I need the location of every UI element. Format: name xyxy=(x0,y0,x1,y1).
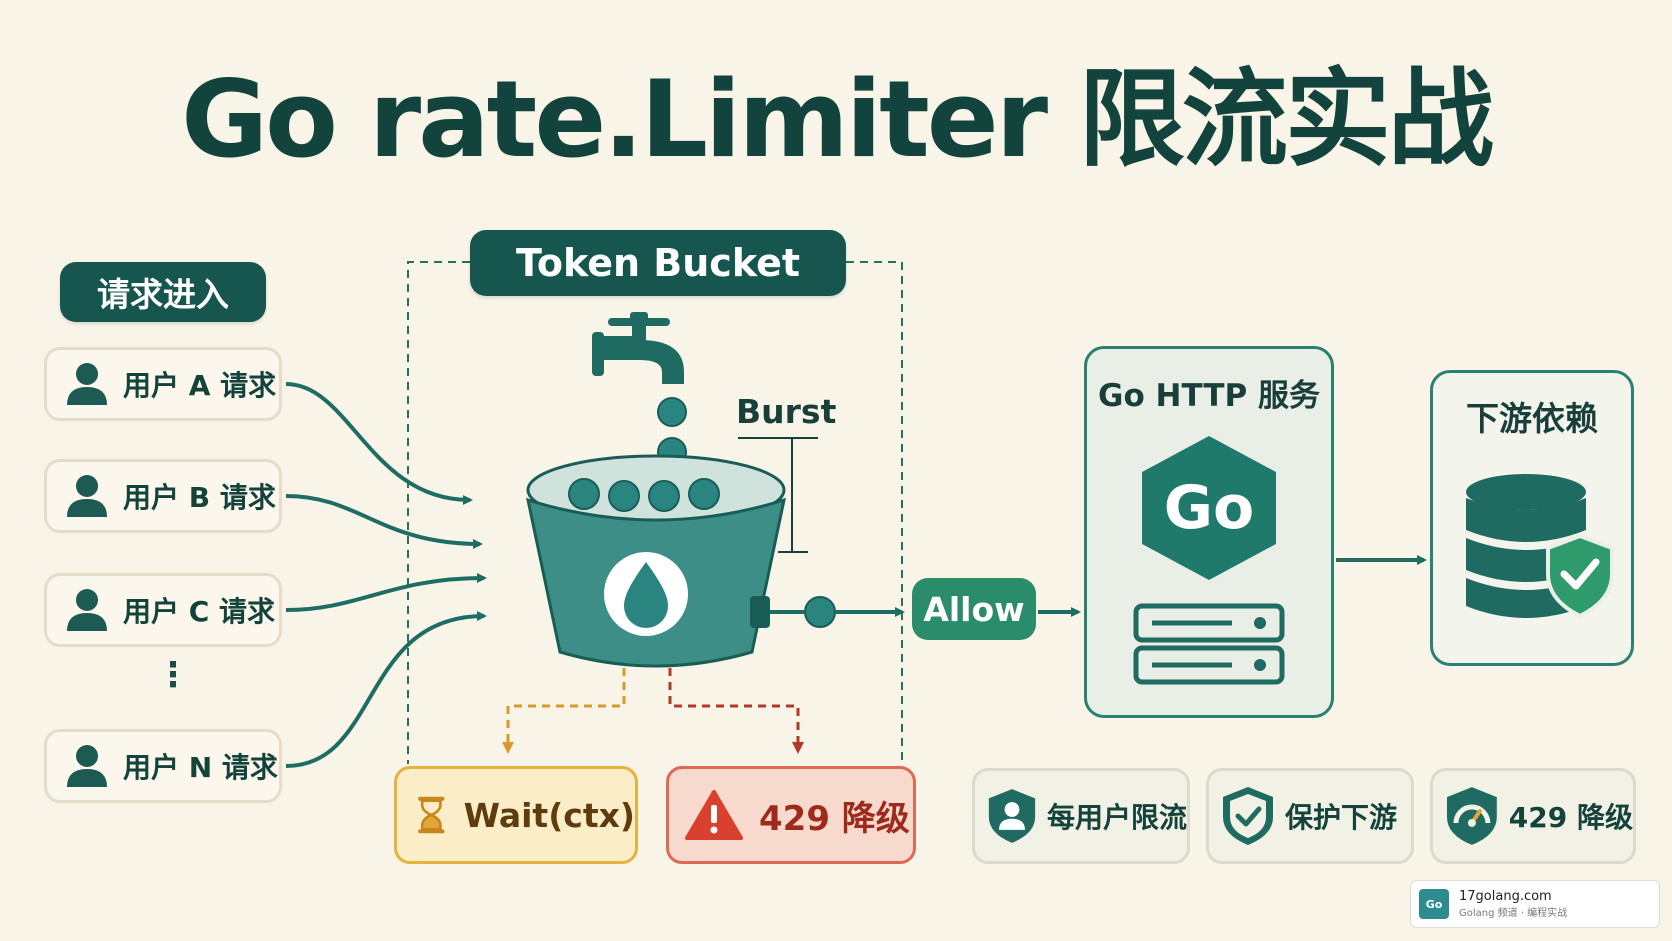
service-title: Go HTTP 服务 xyxy=(1098,378,1320,414)
user-card-a: 用户 A 请求 xyxy=(44,347,282,421)
page-title: Go rate.Limiter 限流实战 xyxy=(181,58,1494,181)
user-card-c: 用户 C 请求 xyxy=(44,573,282,647)
token-bucket-label: Token Bucket xyxy=(470,230,846,296)
user-card-label: 用户 N 请求 xyxy=(123,751,278,784)
connector-user-c xyxy=(285,573,487,612)
go-logo-text: Go xyxy=(1164,473,1254,543)
hourglass-icon xyxy=(418,796,445,834)
user-icon xyxy=(67,363,107,405)
wait-ctx-box: Wait(ctx) xyxy=(394,766,638,864)
connector-user-a xyxy=(285,382,473,505)
faucet-icon xyxy=(592,312,684,384)
watermark-logo: Go xyxy=(1419,889,1449,919)
user-icon xyxy=(67,475,107,517)
feature-label: 每用户限流 xyxy=(1046,801,1187,834)
reject-429-label: 429 降级 xyxy=(759,798,910,839)
feature-429-degrade: 429 降级 xyxy=(1430,768,1636,864)
check-shield-icon xyxy=(1223,787,1273,845)
more-users-ellipsis: ⋮ xyxy=(156,655,190,695)
feature-label: 保护下游 xyxy=(1285,801,1398,834)
user-icon xyxy=(67,745,107,787)
database-shield-icon xyxy=(1466,474,1614,619)
user-card-label: 用户 A 请求 xyxy=(123,369,277,402)
user-card-b: 用户 B 请求 xyxy=(44,459,282,533)
falling-token xyxy=(657,397,687,427)
connector-user-b xyxy=(285,494,483,549)
downstream-title: 下游依赖 xyxy=(1466,399,1598,438)
incoming-requests-label: 请求进入 xyxy=(60,262,266,322)
warning-icon xyxy=(685,790,743,840)
site-watermark[interactable]: Go 17golang.com Golang 频道 · 编程实战 xyxy=(1410,880,1660,928)
user-icon xyxy=(67,589,107,631)
feature-per-user-limit: 每用户限流 xyxy=(972,768,1190,864)
burst-label: Burst xyxy=(736,392,837,431)
feature-label: 429 降级 xyxy=(1508,801,1633,834)
user-card-label: 用户 C 请求 xyxy=(123,595,276,628)
user-card-n: 用户 N 请求 xyxy=(44,729,282,803)
token-bucket-icon xyxy=(526,454,786,668)
wait-branch xyxy=(502,668,626,754)
wait-ctx-label: Wait(ctx) xyxy=(463,795,635,835)
connector-user-n xyxy=(285,611,487,768)
watermark-site: 17golang.com xyxy=(1459,889,1552,904)
user-shield-icon xyxy=(988,789,1036,843)
gauge-shield-icon xyxy=(1446,787,1497,845)
bucket-dashed-frame xyxy=(407,261,903,764)
user-card-label: 用户 B 请求 xyxy=(123,481,276,514)
watermark-subtitle: Golang 频道 · 编程实战 xyxy=(1459,908,1568,919)
outgoing-token xyxy=(804,596,836,628)
reject-branch xyxy=(668,668,804,754)
go-logo-icon: Go xyxy=(1142,436,1276,580)
allow-badge: Allow xyxy=(912,578,1036,640)
feature-protect-downstream: 保护下游 xyxy=(1206,768,1414,864)
reject-429-box: 429 降级 xyxy=(666,766,916,864)
server-icon xyxy=(1133,603,1285,685)
